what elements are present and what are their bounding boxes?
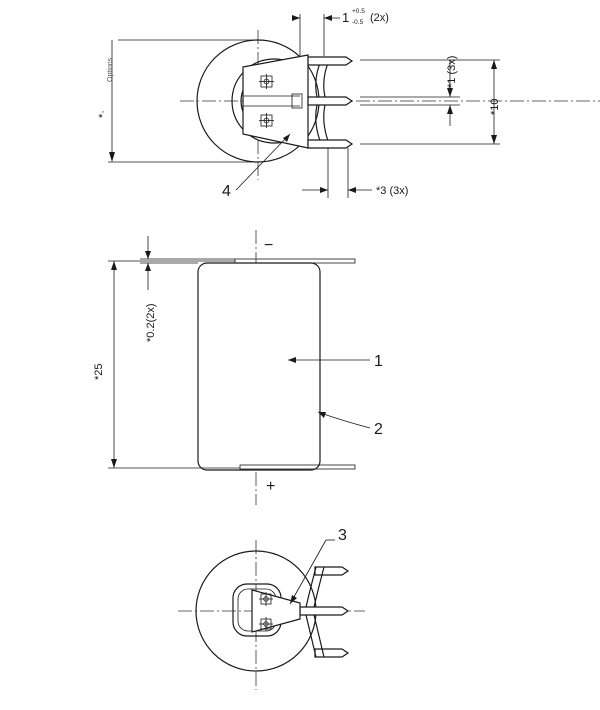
dim-pin-offset-tol-minus: -0.5 (352, 19, 364, 26)
pin-bottom (307, 139, 354, 149)
bottom-pin-top (314, 566, 350, 576)
connector-plate (242, 54, 309, 149)
bottom-plate-hole-1 (259, 592, 273, 606)
bottom-pin-middle (299, 606, 350, 616)
callout-2: 2 (374, 421, 383, 438)
terminal-negative: − (264, 237, 273, 254)
terminal-positive: + (266, 478, 275, 495)
callout-3: 3 (338, 527, 347, 544)
dim-diameter-label: *· (97, 110, 109, 118)
bottom-view: 3 (178, 527, 365, 690)
dim-pin-offset-tol-plus: +0.5 (352, 8, 365, 15)
pin-middle (307, 96, 354, 106)
dim-height: *25 (93, 363, 105, 380)
plate-hole-2 (259, 113, 274, 128)
cell-body (197, 262, 321, 471)
dim-pin-offset: 1 (342, 10, 349, 25)
bottom-plate-hole-2 (259, 617, 273, 631)
bottom-pin-bottom (314, 648, 350, 658)
dim-pin-width: *3 (3x) (376, 185, 408, 197)
dim-tab-thickness: *0.2(2x) (145, 303, 157, 342)
plate-hole-1 (259, 74, 274, 89)
dim-pin-offset-count: (2x) (370, 12, 389, 24)
bottom-tab (239, 464, 356, 470)
side-view: − + *25 *0.2(2x) 1 2 (93, 230, 383, 505)
pin-top (307, 56, 354, 66)
callout-1: 1 (374, 353, 383, 370)
top-view: *· Options 1 +0.5 -0.5 (2x) *1 (3x) *10 (97, 8, 600, 200)
options-label: Options (107, 57, 114, 82)
callout-4: 4 (222, 183, 231, 200)
dim-pin-span: *10 (489, 98, 501, 115)
dim-pin-thickness: *1 (3x) (446, 56, 458, 88)
inner-ring (231, 58, 301, 144)
